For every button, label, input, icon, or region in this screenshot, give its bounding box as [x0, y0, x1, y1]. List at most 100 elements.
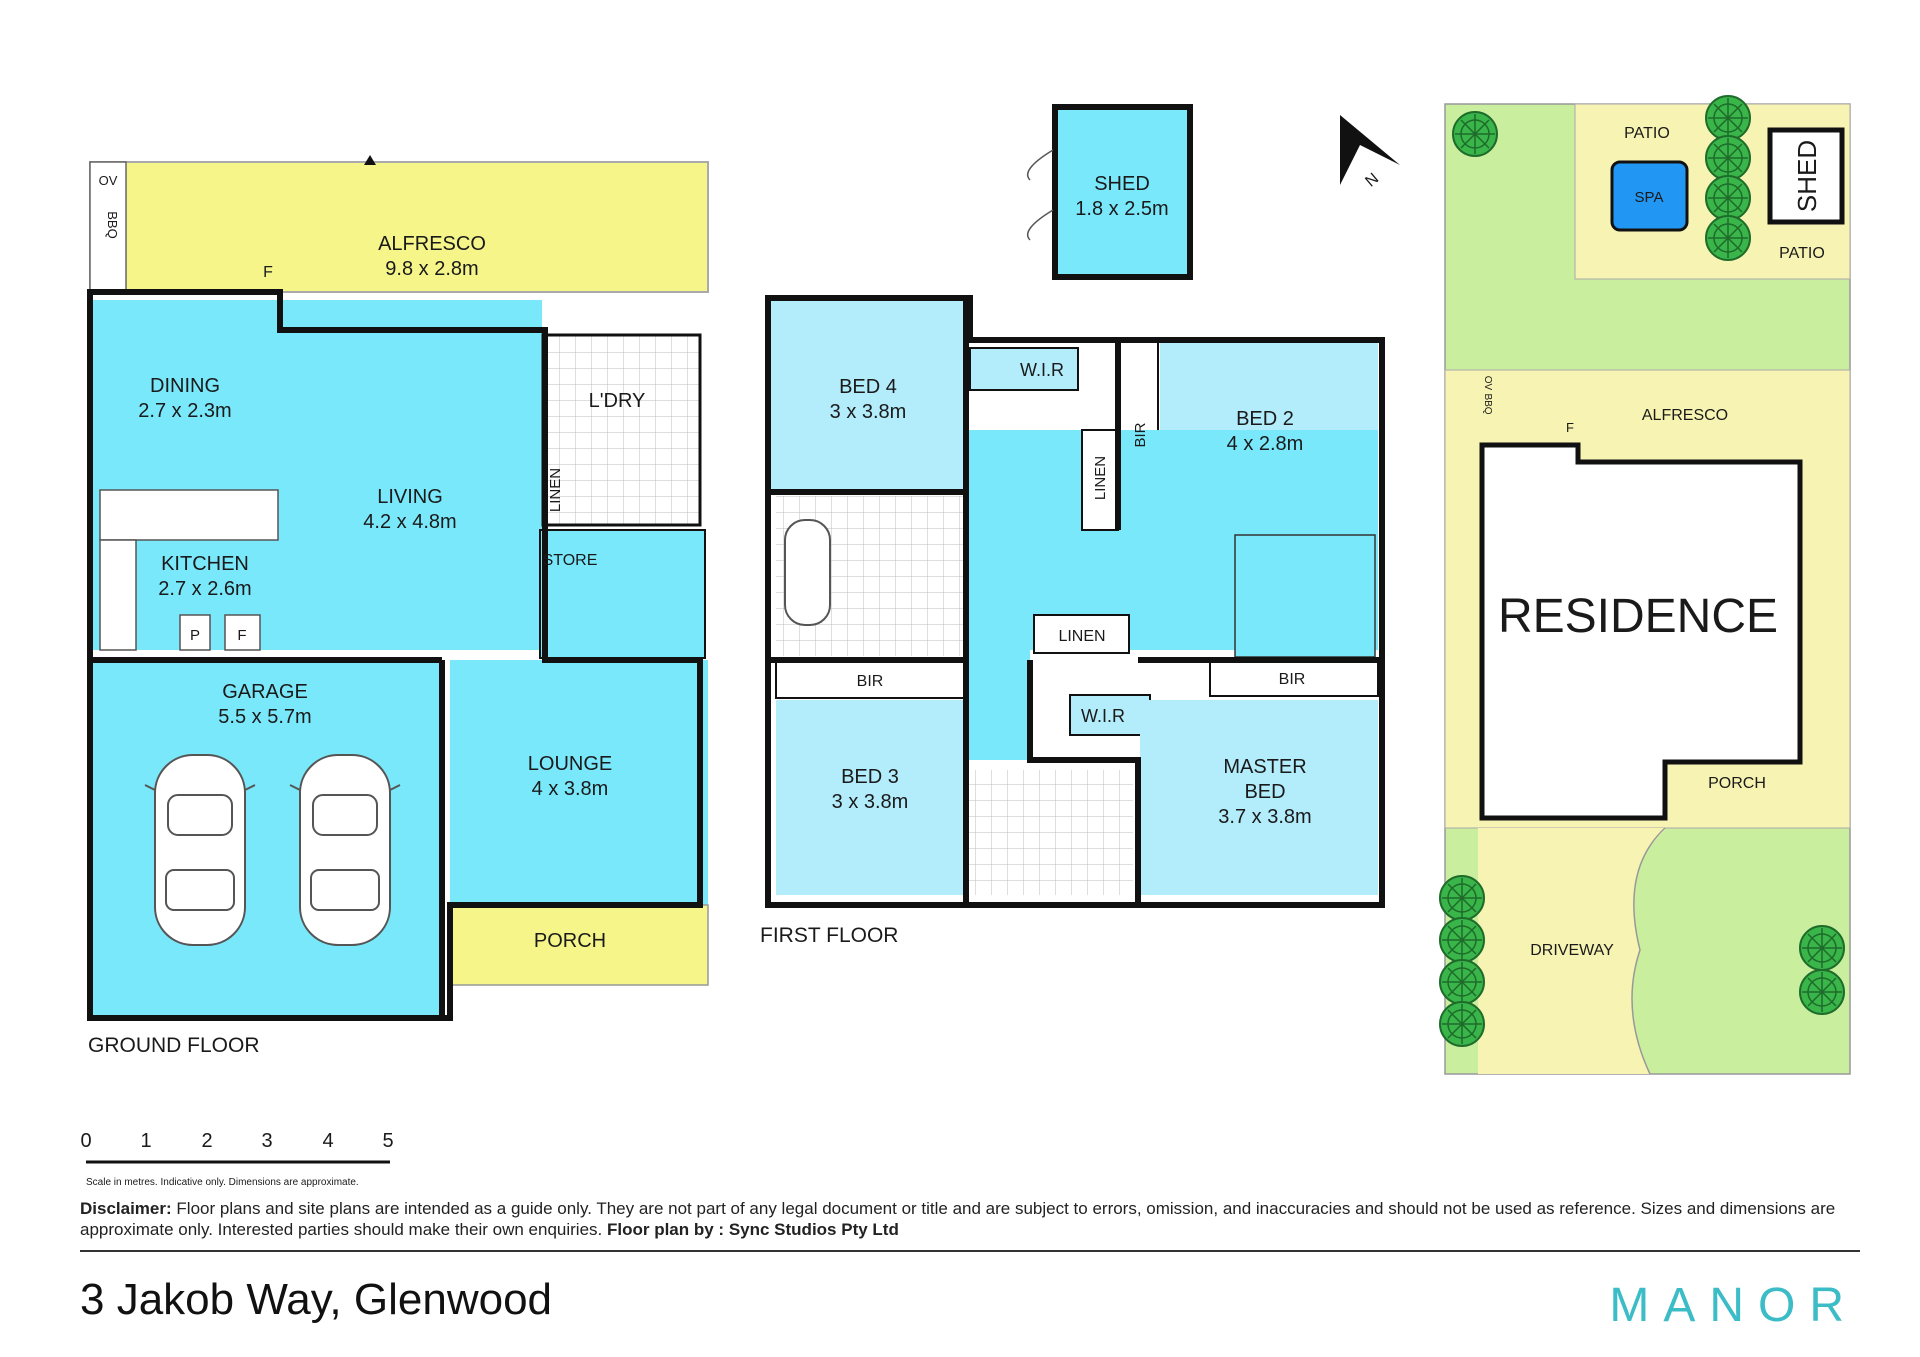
master-name-line1: MASTER: [1223, 756, 1306, 778]
fridge-label-alfresco: F: [263, 264, 273, 281]
fridge-box: [224, 614, 261, 651]
wir-master-name: W.I.R: [1081, 706, 1125, 726]
laundry-name: L'DRY: [589, 390, 646, 412]
bed4-name: BED 4: [839, 376, 897, 398]
tree-drive-1: [1439, 875, 1485, 921]
dining-dims: 2.7 x 2.3m: [138, 400, 231, 422]
tree-patio-3: [1705, 175, 1751, 221]
bed3-dims: 3 x 3.8m: [832, 791, 909, 813]
stair-well: [539, 529, 706, 659]
bed2-dims: 4 x 2.8m: [1227, 433, 1304, 455]
kitchen-counter: [99, 539, 137, 651]
site-fridge-label: F: [1566, 420, 1574, 435]
site-alfresco-label: ALFRESCO: [1642, 407, 1728, 424]
porch-ground-name: PORCH: [534, 930, 606, 952]
linen-mid-box: [1033, 614, 1130, 654]
site-bbq-label: BBQ: [1482, 393, 1493, 414]
residence-footprint: [1479, 442, 1803, 821]
scale-note: Scale in metres. Indicative only. Dimens…: [86, 1177, 359, 1188]
scale-tick-3: 3: [261, 1130, 272, 1152]
linen-hall-box: [1081, 429, 1119, 531]
site-porch-label: PORCH: [1708, 775, 1766, 792]
site-patio-top: PATIO: [1624, 125, 1670, 142]
alfresco-dims: 9.8 x 2.8m: [385, 258, 478, 280]
ground-floor-walls: [87, 289, 703, 1021]
scale-tick-4: 4: [322, 1130, 333, 1152]
spa-pool: [1610, 160, 1689, 232]
alfresco-arrow: [364, 155, 376, 165]
bed3-name: BED 3: [841, 766, 899, 788]
kitchen-bench: [99, 489, 279, 541]
master-area: [1140, 700, 1378, 895]
disclaimer-text: Floor plans and site plans are intended …: [80, 1199, 1836, 1239]
living-name: LIVING: [377, 486, 443, 508]
scale-tick-2: 2: [201, 1130, 212, 1152]
kitchen-dims: 2.7 x 2.6m: [158, 578, 251, 600]
hall-column: [968, 430, 1030, 760]
car-right: [289, 754, 401, 946]
lounge-area: [450, 660, 708, 905]
ov-label: OV: [99, 173, 118, 188]
site-patio-right: PATIO: [1779, 245, 1825, 262]
tree-drive-4: [1439, 1001, 1485, 1047]
dining-name: DINING: [150, 375, 220, 397]
tree-right-1: [1799, 925, 1845, 971]
site-plan: [1439, 95, 1851, 1075]
bed4-area: [768, 300, 966, 490]
living-dims: 4.2 x 4.8m: [363, 511, 456, 533]
ground-floor-caption: GROUND FLOOR: [88, 1034, 260, 1057]
footer-divider: [80, 1250, 1860, 1252]
ensuite-area: [968, 770, 1133, 895]
site-spa: SPA: [1635, 189, 1664, 206]
shed-name: SHED: [1094, 173, 1150, 195]
scale-bar: 0 1 2 3 4 5 Scale in metres. Indicative …: [80, 1130, 393, 1188]
site-plan-labels: PATIO PATIO SPA SHED ALFRESCO F OV BBQ R…: [1482, 125, 1825, 959]
scale-tick-0: 0: [80, 1130, 91, 1152]
shed-doors: [1026, 149, 1054, 241]
north-arrow-icon: [1340, 115, 1400, 185]
wir-top-name: W.I.R: [1020, 360, 1064, 380]
tree-patio-1: [1705, 95, 1751, 141]
site-ov-label: OV: [1482, 376, 1493, 391]
master-dims: 3.7 x 3.8m: [1218, 806, 1311, 828]
garage-name: GARAGE: [222, 681, 308, 703]
site-driveway-label: DRIVEWAY: [1530, 942, 1614, 959]
site-shed-label: SHED: [1792, 140, 1822, 212]
lounge-dims: 4 x 3.8m: [532, 778, 609, 800]
residence-label: RESIDENCE: [1498, 590, 1778, 643]
brand-logo: MANOR: [1609, 1279, 1858, 1332]
pantry-box: [179, 614, 211, 651]
ground-floor-plan: [87, 155, 709, 1021]
bbq-bench: [89, 161, 127, 293]
bathtub: [784, 519, 831, 626]
tree-drive-3: [1439, 959, 1485, 1005]
lounge-name: LOUNGE: [528, 753, 612, 775]
ground-floor-labels: ALFRESCO 9.8 x 2.8m F OV BBQ DINING 2.7 …: [88, 173, 645, 1057]
driveway-boundary: [1631, 827, 1666, 1075]
store-name: STORE: [543, 552, 598, 569]
living-extension: [290, 330, 542, 650]
driveway-area: [1478, 828, 1665, 1074]
garage-dims: 5.5 x 5.7m: [218, 706, 311, 728]
tree-patio-4: [1705, 215, 1751, 261]
site-shed: [1767, 127, 1845, 225]
first-floor-walls: [765, 295, 1385, 908]
tree-patio-2: [1705, 135, 1751, 181]
first-floor-plan: [765, 295, 1385, 908]
tree-top-left: [1452, 111, 1498, 157]
wir-top-area: [969, 347, 1079, 391]
property-address: 3 Jakob Way, Glenwood: [80, 1275, 553, 1324]
tree-drive-2: [1439, 917, 1485, 963]
kitchen-name: KITCHEN: [161, 553, 249, 575]
bed2-name: BED 2: [1236, 408, 1294, 430]
bed3-area: [776, 700, 966, 895]
car-left: [144, 754, 256, 946]
shed-dims: 1.8 x 2.5m: [1075, 198, 1168, 220]
scale-tick-1: 1: [140, 1130, 151, 1152]
alfresco-area: [89, 161, 709, 293]
bed4-dims: 3 x 3.8m: [830, 401, 907, 423]
disclaimer: Disclaimer: Floor plans and site plans a…: [80, 1198, 1860, 1240]
alfresco-name: ALFRESCO: [378, 233, 486, 255]
bbq-label: BBQ: [105, 211, 120, 238]
